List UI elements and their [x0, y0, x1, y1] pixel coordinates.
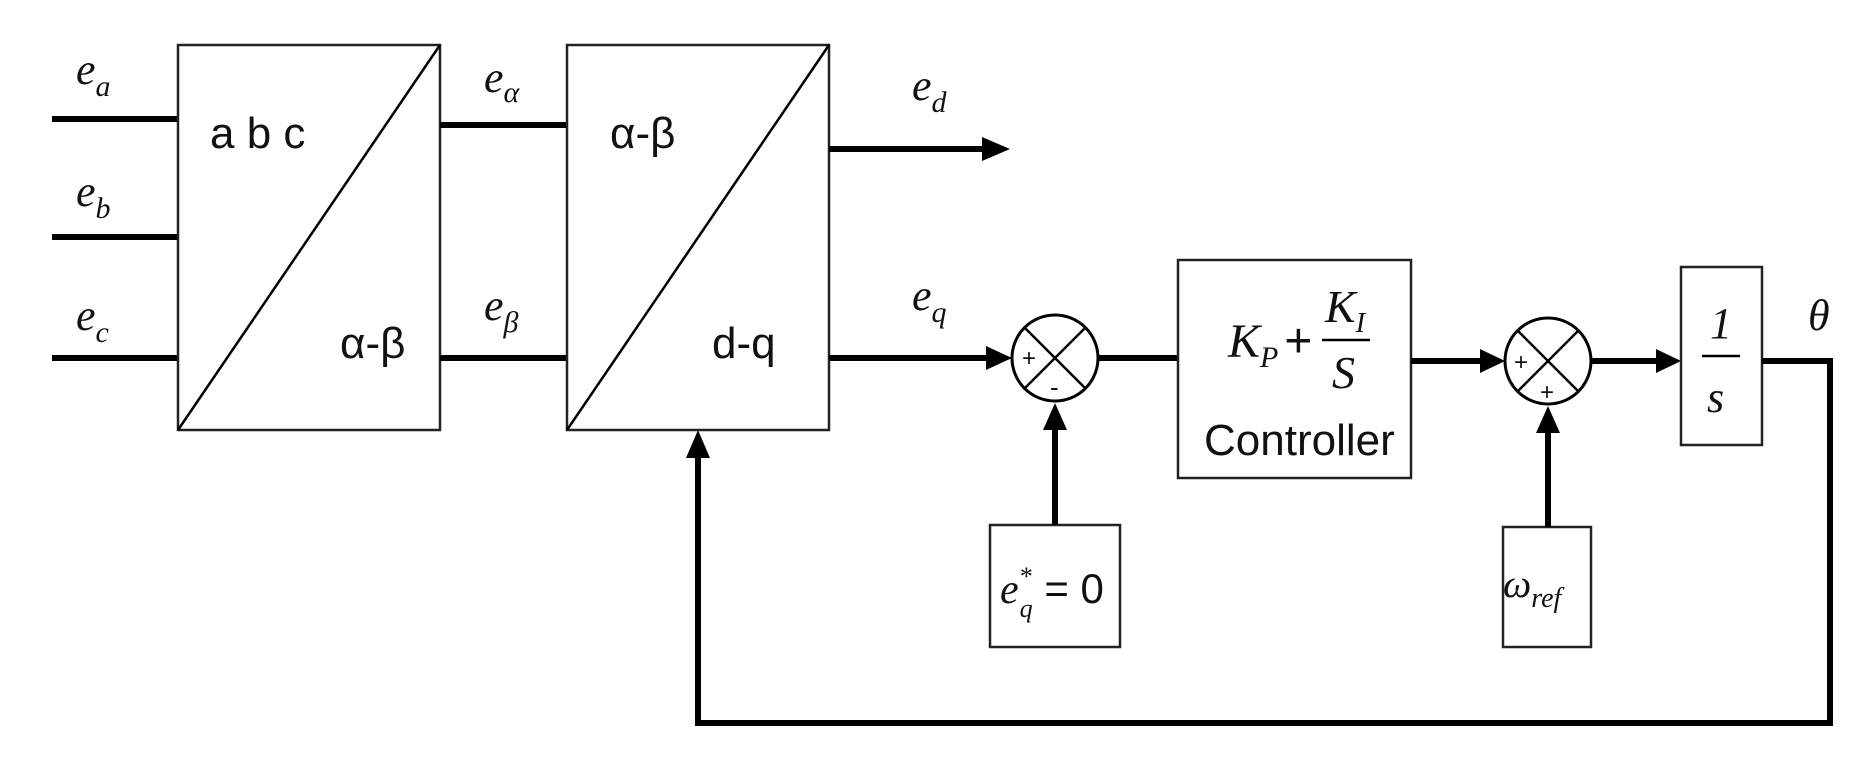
- sum2-bottom-plus-sign: +: [1540, 379, 1554, 406]
- reference-eq-block: e*q = 0: [988, 523, 1122, 649]
- block1-top-label: a b c: [210, 109, 305, 158]
- label-e-d: ed: [912, 61, 948, 119]
- omega-ref-block: ωref: [1501, 525, 1593, 649]
- integrator-denominator: s: [1707, 373, 1724, 422]
- label-e-beta: eβ: [484, 281, 519, 339]
- label-e-alpha: eα: [484, 53, 521, 109]
- sum1-minus-sign: -: [1050, 372, 1059, 402]
- controller-label: Controller: [1204, 416, 1395, 465]
- controller-ki: KI: [1324, 281, 1367, 339]
- arrow-e-d: [982, 137, 1010, 161]
- controller-kp: KP+: [1227, 315, 1312, 374]
- block1-bottom-label: α-β: [340, 319, 405, 368]
- sum2-left-plus-sign: +: [1514, 349, 1528, 376]
- label-ea: ea: [76, 45, 111, 103]
- arrow-controller-to-sum2: [1480, 349, 1505, 373]
- label-ec: ec: [76, 291, 109, 349]
- arrow-omega-to-sum2: [1536, 406, 1560, 433]
- label-eb: eb: [76, 167, 111, 225]
- block2-top-label: α-β: [610, 109, 675, 158]
- label-e-q: eq: [912, 271, 947, 329]
- arrow-feedback-to-dq: [686, 430, 710, 458]
- sum1-plus-sign: +: [1022, 345, 1036, 372]
- arrow-sum2-to-integrator: [1656, 349, 1681, 373]
- block2-bottom-label: d-q: [712, 319, 776, 368]
- integrator-numerator: 1: [1710, 299, 1732, 348]
- pi-controller-block: KP+ KI S Controller: [1176, 258, 1413, 480]
- summing-junction-1: + -: [1010, 313, 1100, 403]
- integrator-block: 1 s: [1679, 265, 1764, 447]
- arrow-reference-to-sum1: [1043, 403, 1067, 430]
- omega-ref-label: ωref: [1503, 561, 1565, 614]
- label-theta: θ: [1808, 291, 1830, 340]
- reference-eq-label: e*q = 0: [1000, 562, 1104, 623]
- block-alphabeta-to-dq: α-β d-q: [565, 43, 831, 432]
- arrow-e-q: [986, 346, 1012, 370]
- feedback-loop-line: [695, 361, 1833, 726]
- summing-junction-2: + +: [1503, 316, 1593, 406]
- controller-s: S: [1332, 347, 1355, 398]
- block-abc-to-alphabeta: a b c α-β: [176, 43, 442, 432]
